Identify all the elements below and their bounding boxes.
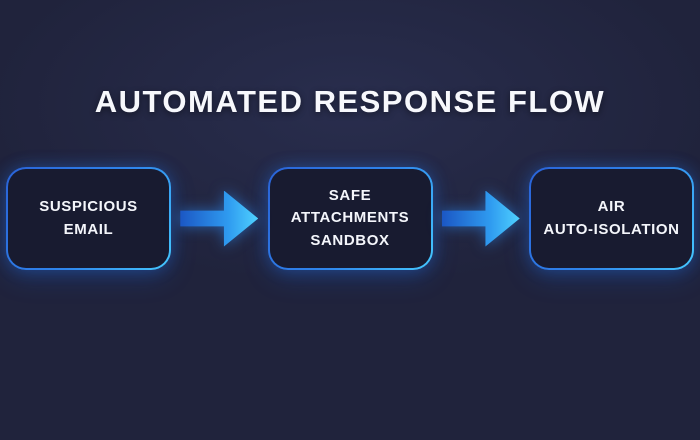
node-label-line: AIR	[597, 198, 626, 215]
flow-node-body: SUSPICIOUS EMAIL	[8, 169, 169, 268]
flow-diagram: SUSPICIOUS EMAIL SAFE ATTACHMENTS SANDBO…	[6, 167, 694, 270]
right-arrow-icon	[441, 190, 520, 247]
flow-arrow-2	[441, 190, 520, 247]
flow-node-body: SAFE ATTACHMENTS SANDBOX	[269, 169, 431, 268]
right-arrow-icon	[180, 190, 259, 247]
node-label-line: SUSPICIOUS	[39, 198, 138, 215]
flow-node-air-auto-isolation: AIR AUTO-ISOLATION	[529, 167, 694, 270]
flow-arrow-1	[180, 190, 259, 247]
flow-node-body: AIR AUTO-ISOLATION	[531, 169, 692, 268]
node-label-line: EMAIL	[63, 220, 114, 238]
page-title: AUTOMATED RESPONSE FLOW	[94, 84, 606, 119]
node-label-line: SANDBOX	[310, 231, 390, 249]
node-label-line: ATTACHMENTS	[290, 209, 410, 227]
node-label-line: AUTO-ISOLATION	[543, 220, 680, 238]
flow-node-suspicious-email: SUSPICIOUS EMAIL	[6, 167, 171, 270]
node-label-line: SAFE	[328, 186, 372, 204]
flow-node-safe-attachments-sandbox: SAFE ATTACHMENTS SANDBOX	[267, 167, 433, 270]
